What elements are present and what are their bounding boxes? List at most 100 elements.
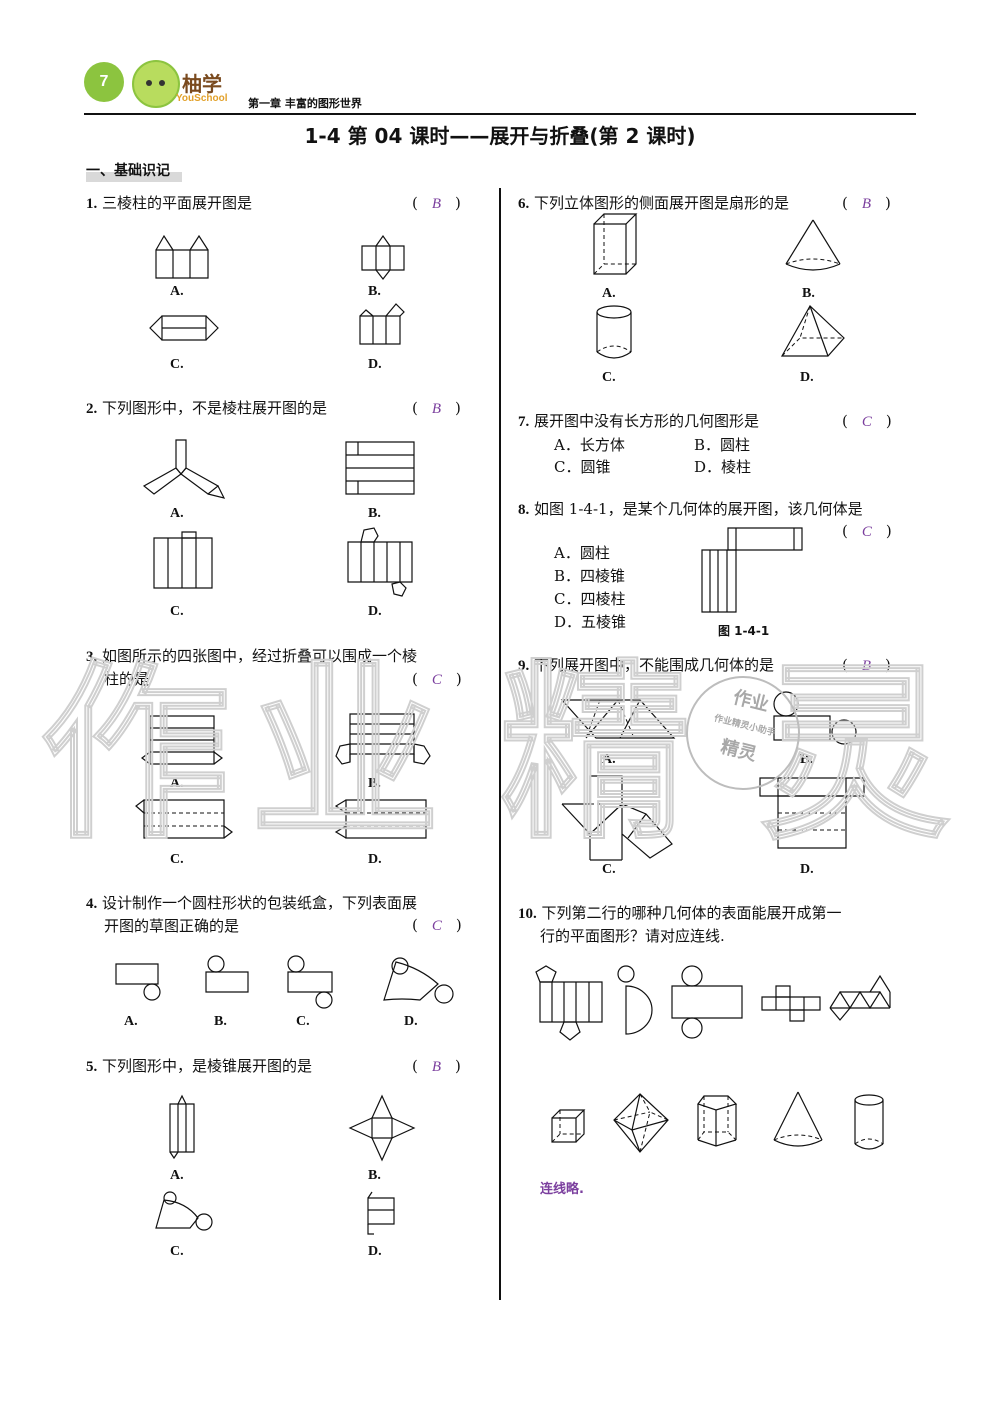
question-3: 3. 如图所示的四张图中，经过折叠可以围成一个棱 柱的是: [86, 647, 418, 688]
q2-label-d: D.: [368, 604, 382, 619]
q3-figure-a: [140, 712, 224, 768]
answer-5: (B): [412, 1057, 461, 1075]
q2-figure-d: [344, 526, 416, 598]
q10-solid-pentagonal-prism: [694, 1094, 740, 1152]
q9-label-c: C.: [602, 862, 616, 877]
q4-figure-a: [112, 962, 164, 1004]
q7-option-c: C．圆锥: [554, 458, 611, 476]
q4-label-d: D.: [404, 1014, 418, 1029]
q7-option-d: D．棱柱: [694, 458, 752, 476]
q5-label-c: C.: [170, 1244, 184, 1259]
q3-label-c: C.: [170, 852, 184, 867]
question-1: 1. 三棱柱的平面展开图是: [86, 194, 253, 212]
q1-figure-a: [152, 234, 212, 280]
column-divider: [499, 188, 501, 1300]
q10-solid-cylinder: [852, 1092, 886, 1154]
q9-figure-a: [560, 696, 676, 742]
q1-figure-b: [358, 234, 408, 280]
q3-figure-c: [132, 796, 236, 842]
q5-figure-d: [362, 1190, 402, 1238]
q10-solid-cube: [550, 1108, 588, 1144]
q10-answer-note: 连线略.: [540, 1182, 584, 1197]
answer-2: (B): [412, 399, 461, 417]
question-6: 6. 下列立体图形的侧面展开图是扇形的是: [518, 194, 790, 212]
chapter-title: 第一章 丰富的图形世界: [248, 97, 362, 110]
watermark-char-2: 业: [249, 643, 441, 866]
header-rule: [84, 113, 916, 115]
q8-option-a: A．圆柱: [554, 544, 610, 562]
q2-label-a: A.: [170, 506, 184, 521]
logo-mascot-icon: [132, 60, 180, 108]
section-heading: 一、基础识记: [86, 160, 182, 182]
q1-figure-d: [356, 302, 410, 348]
q5-figure-b: [348, 1094, 416, 1162]
q9-label-a: A.: [602, 752, 616, 767]
q6-label-d: D.: [800, 370, 814, 385]
q2-figure-b: [344, 440, 416, 496]
question-7: 7. 展开图中没有长方形的几何图形是: [518, 412, 760, 430]
q1-label-c: C.: [170, 357, 184, 372]
q7-option-b: B．圆柱: [694, 436, 751, 454]
q9-label-d: D.: [800, 862, 814, 877]
question-10: 10. 下列第二行的哪种几何体的表面能展开成第一 行的平面图形？请对应连线.: [518, 904, 842, 945]
q8-option-d: D．五棱锥: [554, 613, 627, 631]
q5-label-a: A.: [170, 1168, 184, 1183]
q6-figure-c-cylinder: [594, 304, 634, 362]
q5-figure-a: [164, 1094, 200, 1160]
q10-net-pentagonal-prism: [534, 964, 606, 1044]
q5-label-d: D.: [368, 1244, 382, 1259]
answer-8: (C): [842, 522, 892, 540]
q8-option-b: B．四棱锥: [554, 567, 626, 585]
q6-figure-d-pyramid: [778, 304, 848, 362]
q6-label-c: C.: [602, 370, 616, 385]
q3-label-a: A.: [170, 776, 184, 791]
question-8: 8. 如图 1-4-1，是某个几何体的展开图，该几何体是: [518, 500, 863, 518]
answer-9: (B): [842, 656, 891, 674]
q9-figure-b: [766, 690, 860, 752]
q2-figure-a: [142, 438, 226, 502]
answer-4: (C): [412, 916, 462, 934]
question-2: 2. 下列图形中，不是棱柱展开图的是: [86, 399, 328, 417]
answer-1: (B): [412, 194, 461, 212]
watermark-char-3: 精: [499, 643, 691, 866]
q2-figure-c: [150, 530, 216, 590]
q1-label-a: A.: [170, 284, 184, 299]
q3-label-d: D.: [368, 852, 382, 867]
answer-7: (C): [842, 412, 892, 430]
q2-label-b: B.: [368, 506, 381, 521]
q4-label-a: A.: [124, 1014, 138, 1029]
q8-option-c: C．四棱柱: [554, 590, 626, 608]
q6-figure-a-cuboid: [590, 212, 638, 278]
watermark-char-4: 灵: [759, 643, 951, 866]
q3-label-b: B.: [368, 776, 381, 791]
q10-net-octahedron: [828, 972, 894, 1024]
q10-solid-octahedron: [610, 1092, 672, 1154]
q6-figure-b-cone: [782, 218, 844, 276]
q9-label-b: B.: [800, 752, 813, 767]
question-4: 4. 设计制作一个圆柱形状的包装纸盒，下列表面展 开图的草图正确的是: [86, 894, 418, 935]
q6-label-b: B.: [802, 286, 815, 301]
page-number-badge: 7: [84, 62, 124, 102]
q4-label-c: C.: [296, 1014, 310, 1029]
q9-figure-c: [560, 774, 676, 862]
page-title: 1-4 第 04 课时——展开与折叠(第 2 课时): [304, 124, 696, 148]
q10-solid-cone: [770, 1090, 826, 1152]
question-5: 5. 下列图形中，是棱锥展开图的是: [86, 1057, 313, 1075]
q8-figure-caption: 图 1-4-1: [718, 624, 770, 638]
answer-3: (C): [412, 670, 462, 688]
q7-option-a: A．长方体: [554, 436, 625, 454]
q4-figure-c: [284, 954, 336, 1008]
q1-label-b: B.: [368, 284, 381, 299]
q3-figure-d: [332, 796, 436, 842]
q5-figure-c: [152, 1190, 216, 1236]
q1-label-d: D.: [368, 357, 382, 372]
q3-figure-b: [334, 712, 432, 768]
q2-label-c: C.: [170, 604, 184, 619]
q10-net-cylinder: [668, 964, 746, 1040]
q4-figure-d: [380, 954, 456, 1006]
q10-net-cone: [612, 964, 654, 1036]
q1-figure-c: [148, 312, 220, 344]
watermark-char-1: 作: [39, 643, 231, 866]
q8-figure: [698, 524, 806, 616]
q5-label-b: B.: [368, 1168, 381, 1183]
